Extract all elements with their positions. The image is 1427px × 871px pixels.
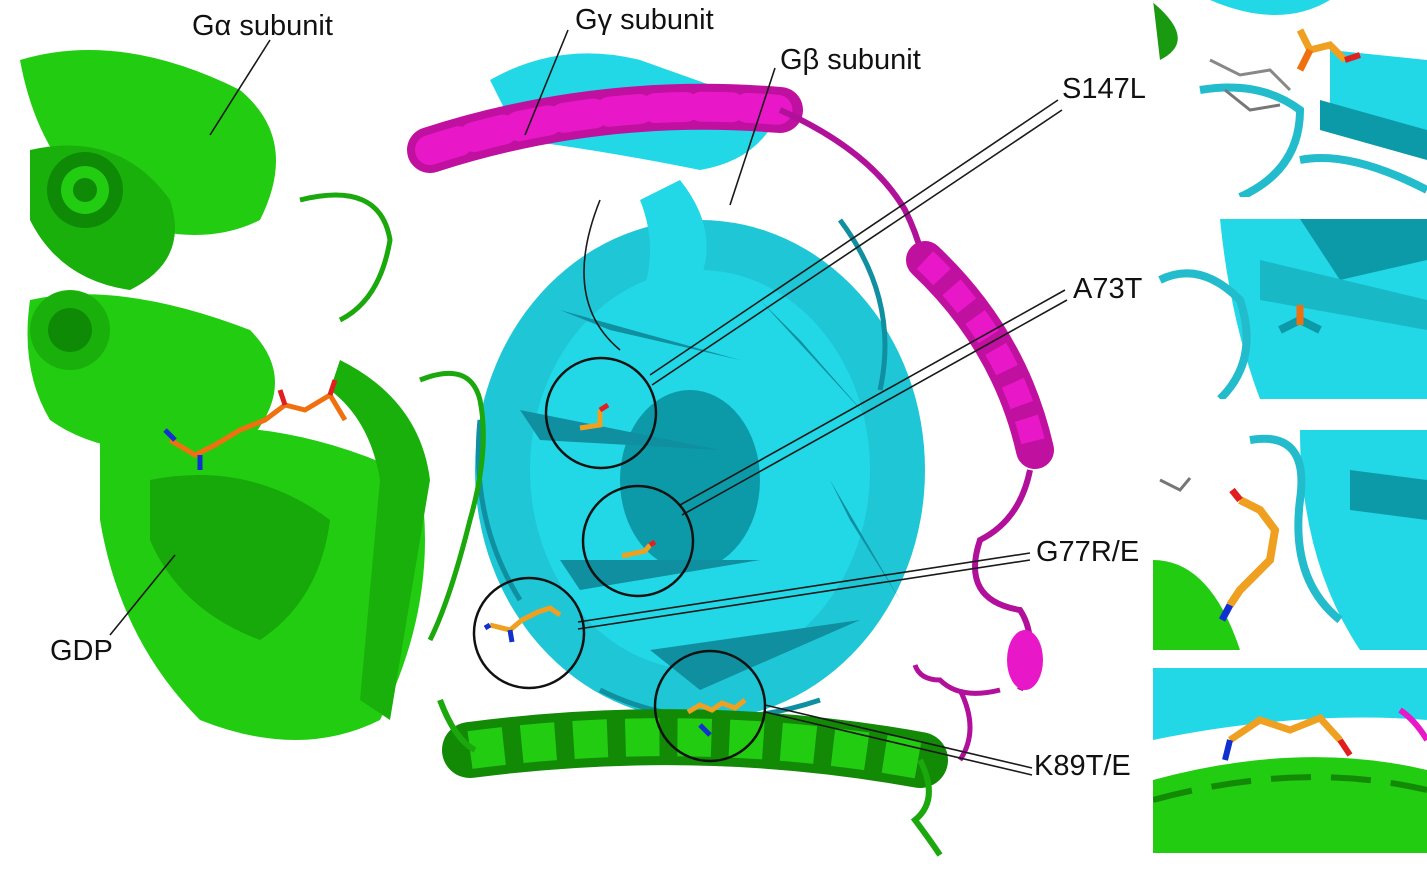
zoom-panel-k89	[1153, 668, 1427, 853]
mutation-circles	[472, 356, 767, 763]
leader-gdp	[109, 554, 176, 636]
gdp-ligand	[163, 379, 348, 470]
zoom-panel-s147l	[1153, 0, 1427, 197]
label-mutation-g77: G77R/E	[1036, 536, 1140, 568]
leader-s147l-a	[649, 99, 1059, 376]
label-gdp: GDP	[50, 635, 113, 667]
leader-a73t-a	[679, 289, 1066, 506]
g-gamma-subunit	[407, 83, 1054, 762]
circle-g77	[472, 576, 586, 690]
leader-g77-b	[577, 559, 1031, 630]
mutation-sticks	[483, 402, 747, 737]
zoom-panel-g77	[1153, 430, 1427, 650]
leader-g-alpha	[209, 39, 271, 136]
leader-s147l-b	[651, 109, 1063, 386]
leader-k89-b	[764, 711, 1033, 776]
label-mutation-a73t: A73T	[1073, 273, 1143, 305]
circle-s147l	[544, 356, 658, 470]
leader-k89-a	[764, 704, 1033, 769]
leader-g-gamma	[524, 29, 569, 136]
leader-g77-a	[577, 552, 1031, 623]
leader-a73t-b	[681, 299, 1068, 516]
label-g-beta: Gβ subunit	[780, 44, 921, 76]
label-mutation-s147l: S147L	[1062, 73, 1146, 105]
circle-k89	[653, 649, 767, 763]
zoom-panel-a73t	[1153, 219, 1427, 399]
leader-lines	[109, 29, 1068, 776]
circle-a73t	[581, 484, 695, 598]
g-alpha-subunit	[20, 50, 948, 857]
label-g-alpha: Gα subunit	[192, 10, 333, 42]
label-mutation-k89: K89T/E	[1034, 750, 1131, 782]
leader-g-beta	[729, 67, 776, 206]
label-g-gamma: Gγ subunit	[575, 4, 714, 36]
